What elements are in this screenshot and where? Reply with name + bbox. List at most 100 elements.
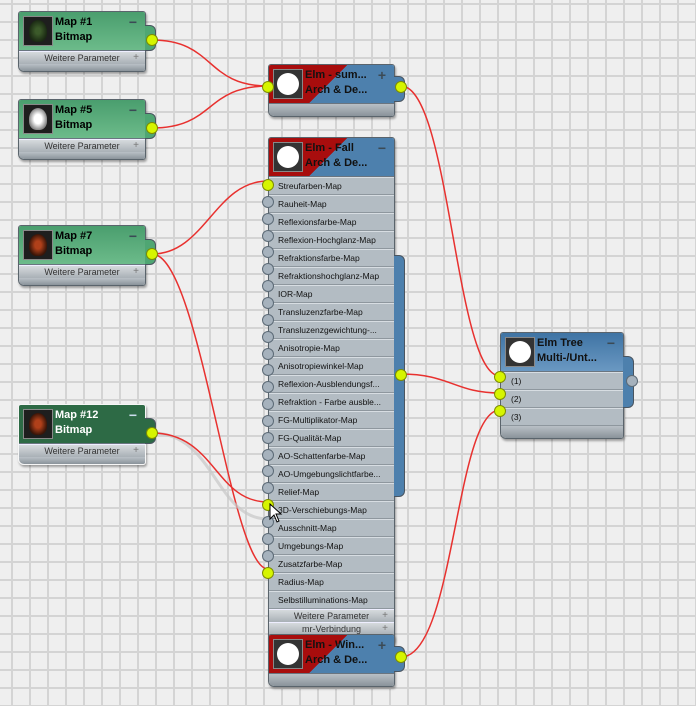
collapse-button[interactable]: − xyxy=(606,335,615,351)
input-socket[interactable] xyxy=(262,296,274,309)
expand-button[interactable]: + xyxy=(377,67,386,83)
rollout-mr-verbindung[interactable]: mr-Verbindung+ xyxy=(269,622,394,635)
resize-handle[interactable] xyxy=(501,426,623,438)
output-socket[interactable] xyxy=(146,248,158,260)
slot-row[interactable]: Refraktion - Farbe ausble... xyxy=(269,393,394,411)
input-socket[interactable] xyxy=(262,229,274,242)
expand-button[interactable]: + xyxy=(377,637,386,653)
input-socket[interactable] xyxy=(262,212,274,225)
slot-row[interactable]: Streufarben-Map xyxy=(269,177,394,195)
resize-handle[interactable] xyxy=(269,104,394,116)
input-socket[interactable] xyxy=(262,532,274,545)
input-socket[interactable] xyxy=(262,431,274,444)
resize-handle[interactable] xyxy=(19,64,145,71)
rollout-weitere-parameter[interactable]: Weitere Parameter+ xyxy=(19,265,145,278)
collapse-button[interactable]: − xyxy=(128,102,137,118)
wire-map12-ausschnitt[interactable] xyxy=(151,432,269,503)
collapse-button[interactable]: − xyxy=(377,140,386,156)
resize-handle[interactable] xyxy=(19,152,145,159)
slot-row[interactable]: Anisotropiewinkel-Map xyxy=(269,357,394,375)
node-elm-winter[interactable]: Elm - Win...Arch & De... + xyxy=(268,634,407,688)
wire-map7-selbstillumination[interactable] xyxy=(151,253,269,570)
slot-row[interactable]: Relief-Map xyxy=(269,483,394,501)
input-socket-3[interactable] xyxy=(494,405,506,417)
resize-handle[interactable] xyxy=(19,278,145,285)
input-socket[interactable] xyxy=(262,448,274,461)
slot-row[interactable]: Refraktionshochglanz-Map xyxy=(269,267,394,285)
output-socket[interactable] xyxy=(626,375,638,387)
slot-row[interactable]: Umgebungs-Map xyxy=(269,537,394,555)
input-socket[interactable] xyxy=(262,414,274,427)
slot-2[interactable]: (2) xyxy=(501,390,623,408)
output-socket[interactable] xyxy=(146,122,158,134)
slot-row[interactable]: Rauheit-Map xyxy=(269,195,394,213)
input-socket-2[interactable] xyxy=(494,388,506,400)
slot-row[interactable]: Transluzenzfarbe-Map xyxy=(269,303,394,321)
input-socket[interactable] xyxy=(262,280,274,293)
rollout-weitere-parameter[interactable]: Weitere Parameter+ xyxy=(19,139,145,152)
node-header[interactable]: Elm - sum...Arch & De... + xyxy=(269,65,394,104)
slot-row[interactable]: Transluzenzgewichtung-... xyxy=(269,321,394,339)
slot-row[interactable]: IOR-Map xyxy=(269,285,394,303)
slot-row[interactable]: Ausschnitt-Map xyxy=(269,519,394,537)
input-socket[interactable] xyxy=(262,330,274,343)
slot-row[interactable]: 3D-Verschiebungs-Map xyxy=(269,501,394,519)
rollout-weitere-parameter[interactable]: Weitere Parameter+ xyxy=(19,444,145,457)
input-socket[interactable] xyxy=(262,566,274,579)
slot-row[interactable]: FG-Multiplikator-Map xyxy=(269,411,394,429)
resize-handle[interactable] xyxy=(269,674,394,686)
input-socket[interactable] xyxy=(262,81,274,93)
resize-handle[interactable] xyxy=(19,457,145,464)
output-socket[interactable] xyxy=(395,651,407,663)
slot-row[interactable]: FG-Qualität-Map xyxy=(269,429,394,447)
output-socket[interactable] xyxy=(146,34,158,46)
collapse-button[interactable]: − xyxy=(128,228,137,244)
slot-row[interactable]: Zusatzfarbe-Map xyxy=(269,555,394,573)
collapse-button[interactable]: − xyxy=(128,14,137,30)
slot-1[interactable]: (1) xyxy=(501,372,623,390)
wire-elm-fall-elm-tree-2[interactable] xyxy=(400,373,501,394)
slot-row[interactable]: Reflexionsfarbe-Map xyxy=(269,213,394,231)
slot-row[interactable]: Selbstilluminations-Map xyxy=(269,591,394,609)
slot-row[interactable]: Refraktionsfarbe-Map xyxy=(269,249,394,267)
output-socket[interactable] xyxy=(395,81,407,93)
slot-row[interactable]: Reflexion-Ausblendungsf... xyxy=(269,375,394,393)
input-socket-1[interactable] xyxy=(494,371,506,383)
slot-row[interactable]: AO-Umgebungslichtfarbe... xyxy=(269,465,394,483)
output-socket[interactable] xyxy=(146,427,158,439)
input-socket[interactable] xyxy=(262,195,274,208)
node-header[interactable]: Elm - Win...Arch & De... + xyxy=(269,635,394,674)
wire-elm-summer-elm-tree-1[interactable] xyxy=(400,85,501,377)
slot-row[interactable]: Anisotropie-Map xyxy=(269,339,394,357)
wire-map7-streufarben[interactable] xyxy=(151,180,269,255)
rollout-weitere-parameter[interactable]: Weitere Parameter+ xyxy=(19,51,145,64)
wire-map5-elm-summer[interactable] xyxy=(151,85,269,129)
input-socket[interactable] xyxy=(262,179,274,191)
slot-row[interactable]: AO-Schattenfarbe-Map xyxy=(269,447,394,465)
output-socket[interactable] xyxy=(395,369,407,381)
collapse-button[interactable]: − xyxy=(128,407,137,423)
rollout-weitere-parameter[interactable]: Weitere Parameter+ xyxy=(269,609,394,622)
wire-map1-elm-summer[interactable] xyxy=(151,39,269,87)
node-elm-summer[interactable]: Elm - sum...Arch & De... + xyxy=(262,64,407,118)
input-socket[interactable] xyxy=(262,347,274,360)
slot-row[interactable]: Radius-Map xyxy=(269,573,394,591)
slot-3[interactable]: (3) xyxy=(501,408,623,426)
slot-row[interactable]: Reflexion-Hochglanz-Map xyxy=(269,231,394,249)
input-socket[interactable] xyxy=(262,313,274,326)
wire-elm-winter-elm-tree-3[interactable] xyxy=(400,409,501,658)
input-socket[interactable] xyxy=(262,549,274,562)
input-socket[interactable] xyxy=(262,398,274,411)
